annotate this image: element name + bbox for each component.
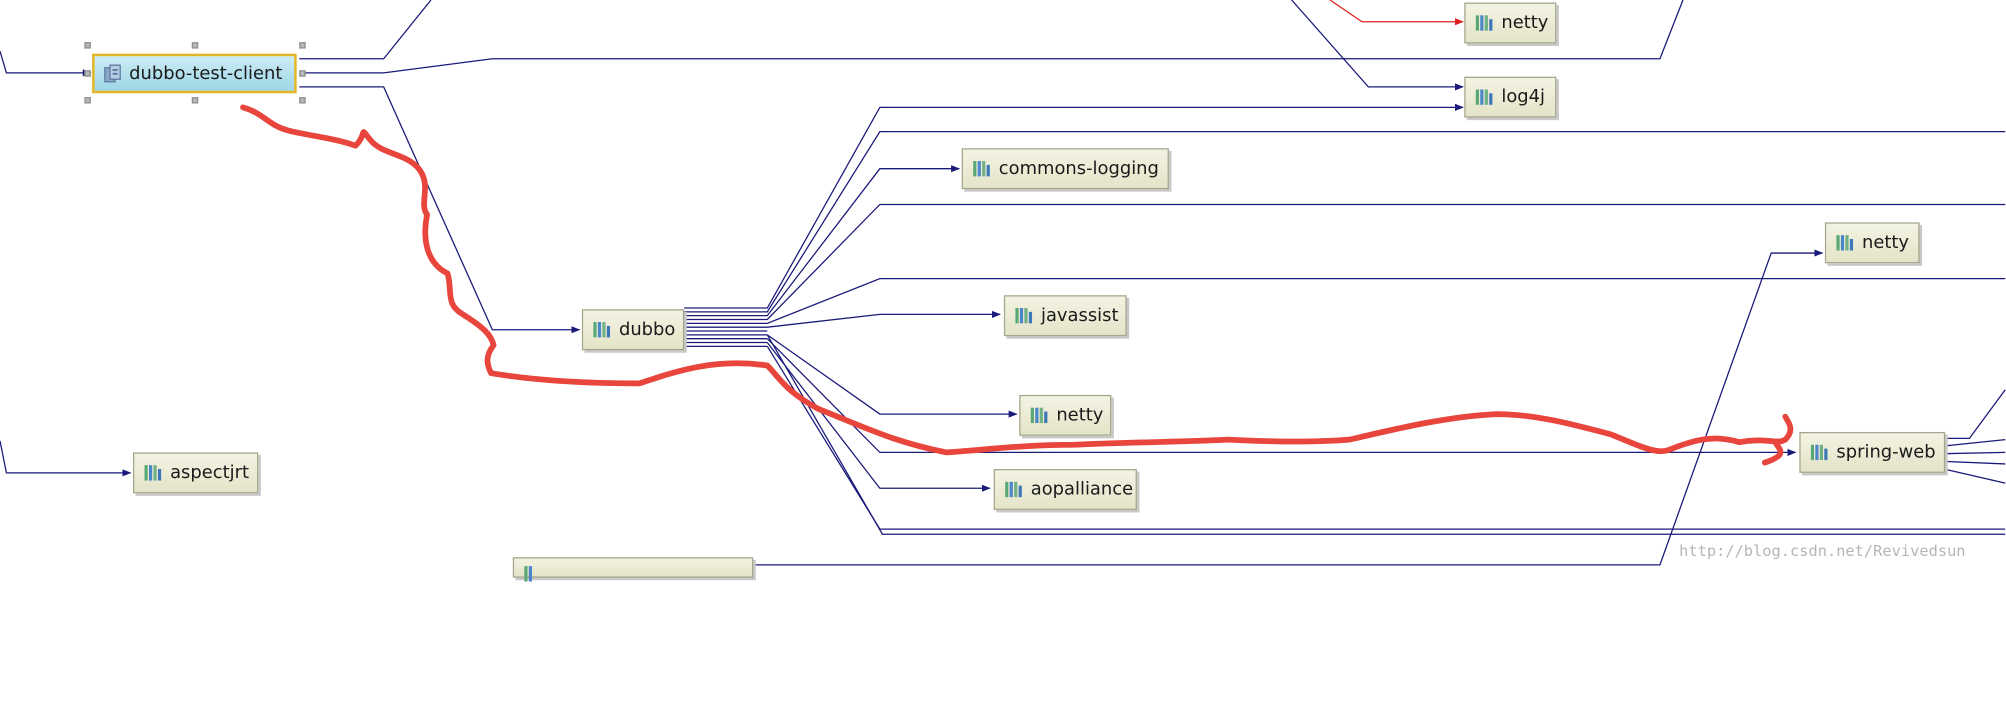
node-commons-logging[interactable]: commons-logging <box>961 148 1169 190</box>
library-icon <box>524 566 533 582</box>
library-icon <box>1475 89 1493 105</box>
library-icon <box>1810 444 1828 461</box>
edge-highlight-to-netty <box>1329 0 1464 26</box>
node-spring-web[interactable]: spring-web <box>1799 431 1946 473</box>
library-icon <box>1475 15 1493 31</box>
dependency-edges <box>0 0 2006 566</box>
edge-client-up <box>299 0 432 60</box>
library-icon <box>973 161 990 177</box>
edge-dubbo-to-commons <box>684 165 961 317</box>
watermark: http://blog.csdn.net/Revivedsun <box>1679 541 1966 560</box>
selection-handle[interactable] <box>191 42 199 49</box>
node-label: javassist <box>1040 305 1119 326</box>
module-icon <box>104 63 121 82</box>
node-label: netty <box>1862 232 1910 254</box>
node-label: log4j <box>1501 86 1546 108</box>
selection-handle[interactable] <box>299 97 306 104</box>
edge-springweb-out-2 <box>1943 439 2006 447</box>
edge-to-log4j <box>1291 0 1464 91</box>
library-icon <box>1005 481 1022 498</box>
edge-dubbo-long-1 <box>684 130 2006 313</box>
node-label: netty <box>1056 405 1104 426</box>
library-icon <box>1030 407 1048 424</box>
node-partial-bottom[interactable] <box>512 557 754 582</box>
edge-client-to-dubbo <box>299 86 581 334</box>
node-label: commons-logging <box>998 158 1159 179</box>
edge-springweb-out-3 <box>1943 451 2006 455</box>
edge-dubbo-to-springweb <box>766 338 1797 457</box>
edge-dubbo-long-2 <box>684 203 2006 321</box>
node-netty-right[interactable]: netty <box>1824 222 1920 264</box>
node-label: dubbo <box>618 319 676 340</box>
edge-springweb-out-1 <box>1943 389 2006 440</box>
edge-to-aspectjrt <box>0 440 132 477</box>
edge-into-client <box>0 50 92 77</box>
node-label: spring-web <box>1836 442 1936 463</box>
node-log4j[interactable]: log4j <box>1464 76 1557 118</box>
edge-dubbo-to-javassist <box>684 310 1001 328</box>
node-label: aspectjrt <box>170 462 249 484</box>
node-netty-mid[interactable]: netty <box>1019 394 1112 436</box>
node-label: netty <box>1501 12 1549 34</box>
edge-dubbo-long-3 <box>684 277 2006 324</box>
edge-bottom-to-netty-right <box>754 249 1824 566</box>
edge-springweb-out-5 <box>1943 468 2006 484</box>
edge-springweb-out-4 <box>1943 460 2006 465</box>
node-dubbo-test-client[interactable]: dubbo-test-client <box>92 53 297 94</box>
library-icon <box>1836 235 1854 251</box>
node-netty-top[interactable]: netty <box>1464 2 1557 44</box>
node-javassist[interactable]: javassist <box>1003 295 1127 337</box>
edge-client-long <box>299 0 1684 74</box>
library-icon <box>1015 308 1033 324</box>
node-label: aopalliance <box>1030 479 1134 500</box>
selection-handle[interactable] <box>84 70 91 77</box>
edge-dubbo-to-log4j <box>684 103 1464 309</box>
node-aspectjrt[interactable]: aspectjrt <box>133 452 259 494</box>
selection-handle[interactable] <box>299 70 306 77</box>
selection-handle[interactable] <box>299 42 306 49</box>
edge-dubbo-to-netty <box>766 334 1018 418</box>
selection-handle[interactable] <box>84 97 91 104</box>
annotation-stroke <box>240 104 1794 466</box>
library-icon <box>593 322 611 338</box>
edge-dubbo-to-aopalliance <box>766 342 991 492</box>
library-icon <box>144 465 162 481</box>
node-dubbo[interactable]: dubbo <box>581 309 685 351</box>
node-label: dubbo-test-client <box>129 63 283 84</box>
selection-handle[interactable] <box>191 97 199 104</box>
node-aopalliance[interactable]: aopalliance <box>993 469 1137 510</box>
selection-handle[interactable] <box>84 42 91 49</box>
